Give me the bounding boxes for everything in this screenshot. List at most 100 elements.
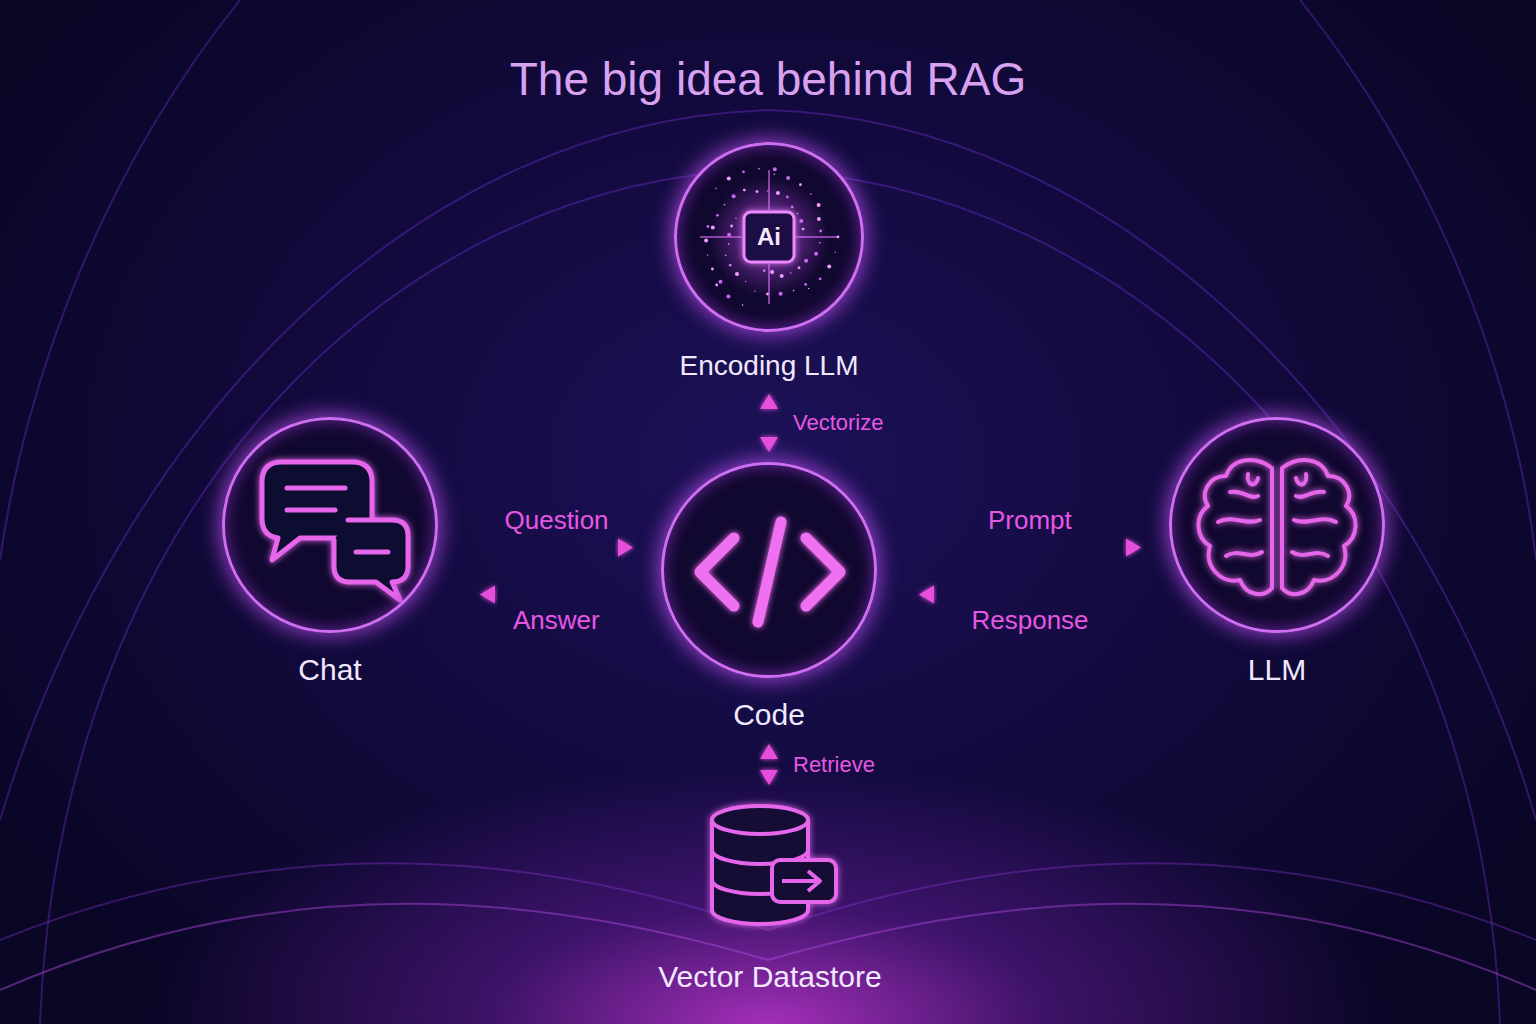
brain-icon [1198,460,1355,594]
circle-node: Chat [150,417,510,687]
particle [724,204,726,206]
decoration [1226,552,1262,556]
decoration [0,0,240,560]
decoration [1282,460,1356,594]
decoration [356,550,388,555]
particle [786,196,789,199]
decoration [712,806,808,834]
decoration [1218,519,1260,522]
particle [791,206,794,209]
particle [808,288,810,290]
chat-icon [262,462,408,600]
particle [707,254,709,256]
particle [742,304,744,306]
decoration [334,520,408,600]
particle [732,194,736,198]
particle [798,266,801,269]
particle [727,176,731,180]
edge-label: Retrieve [793,752,875,778]
chip-label: Ai [757,223,781,251]
decoration [1292,552,1328,556]
particle [819,230,822,233]
connector [931,593,1141,597]
decoration [1248,474,1258,484]
decoration [700,236,742,238]
particle [835,252,837,254]
decoration [782,879,818,883]
particle [743,189,746,192]
node-label: Code [589,698,949,732]
arrowhead [760,394,778,409]
particle [756,190,759,193]
circle-node: LLM [1097,417,1457,687]
particle [763,269,766,272]
particle [715,284,718,287]
arrowhead [919,586,934,604]
decoration [1170,418,1384,632]
node-label: Vector Datastore [590,960,950,994]
decoration [700,538,734,606]
arrowhead [760,437,778,452]
node-label: Encoding LLM [589,350,949,382]
edge-label: Prompt [988,505,1072,536]
decoration [675,143,863,331]
particle [799,219,803,223]
particle [817,217,821,221]
particle [745,281,747,283]
particle [814,252,818,256]
particle [727,233,731,237]
particle [754,290,756,292]
edge-label: Vectorize [793,410,884,436]
particle [742,170,745,173]
particle [790,272,792,274]
arrowhead [480,586,495,604]
particle [774,173,776,175]
particle [793,290,795,292]
node-label: LLM [1097,653,1457,687]
particle [773,167,777,171]
particle [776,191,780,195]
decoration [223,418,437,632]
circle-node: Encoding LLM [589,142,949,382]
title: The big idea behind RAG [0,52,1536,106]
particle [802,228,805,231]
edge-label: Response [972,605,1089,636]
particle [729,264,732,267]
connector [767,406,771,440]
particle [810,193,812,195]
arrowhead [760,770,778,785]
particle [758,168,760,170]
particle [819,242,821,244]
decoration [808,871,820,891]
decoration [744,212,794,262]
particle [837,236,840,239]
node-label: Chat [150,653,510,687]
particle [719,280,723,284]
particle [780,274,784,278]
node-circle [222,417,438,633]
particle [715,188,717,190]
circle-node: Code [589,462,949,732]
decoration [287,486,345,491]
decoration [1296,492,1324,497]
particle [711,268,714,271]
particle [766,293,769,296]
decoration [0,110,1536,820]
connector [480,546,621,550]
database-icon [712,806,836,924]
particle [711,225,715,229]
icon-area [670,795,870,920]
particle [707,225,710,228]
decoration [772,860,836,902]
decoration [768,170,770,210]
decoration [662,463,876,677]
arrowhead [760,744,778,759]
decoration [700,170,838,304]
particle [730,225,733,228]
decoration [1294,519,1336,522]
particle [726,295,730,299]
decoration [1296,474,1306,484]
